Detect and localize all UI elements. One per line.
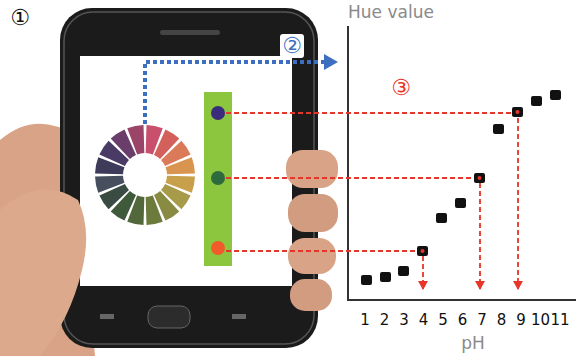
tick-label: 10 <box>531 312 550 329</box>
tick-label: 7 <box>477 312 487 329</box>
axis-title: pH <box>461 334 485 353</box>
back-key <box>232 314 246 319</box>
tick-label: 9 <box>516 312 526 329</box>
test-strip <box>204 92 232 266</box>
tick-label: 2 <box>380 312 390 329</box>
mapping-lines <box>226 113 518 289</box>
phone-speaker <box>160 30 220 35</box>
callout-number: ② <box>280 34 304 58</box>
finger <box>288 194 338 232</box>
menu-key <box>100 314 114 319</box>
wheel-segment <box>95 176 124 193</box>
capture-arrow <box>145 62 326 124</box>
tick-label: 11 <box>550 312 569 329</box>
y-axis <box>347 26 349 301</box>
strip-dot-purple <box>211 106 225 120</box>
finger <box>288 238 336 274</box>
tick-label: 4 <box>419 312 429 329</box>
phone-body <box>60 8 318 348</box>
highlight-dots <box>421 110 520 253</box>
wheel-segment <box>127 125 144 154</box>
strip-dot-green <box>211 171 225 185</box>
axis-title: Hue value <box>348 3 434 22</box>
color-wheel <box>95 125 195 225</box>
wheel-segment <box>166 157 195 174</box>
tick-label: 6 <box>458 312 468 329</box>
data-points <box>361 90 561 285</box>
thumb <box>0 190 86 356</box>
wheel-segment <box>146 196 163 225</box>
callout-number: ③ <box>391 76 411 100</box>
arrow-head <box>324 54 338 70</box>
tick-label: 5 <box>438 312 448 329</box>
finger <box>290 279 332 311</box>
callout-number: ① <box>10 6 30 30</box>
tick-label: 1 <box>360 312 370 329</box>
tick-label: 3 <box>399 312 409 329</box>
tick-label: 8 <box>497 312 507 329</box>
x-axis <box>347 299 576 301</box>
strip-dot-red <box>211 241 225 255</box>
finger <box>286 150 338 188</box>
home-button <box>148 306 190 328</box>
